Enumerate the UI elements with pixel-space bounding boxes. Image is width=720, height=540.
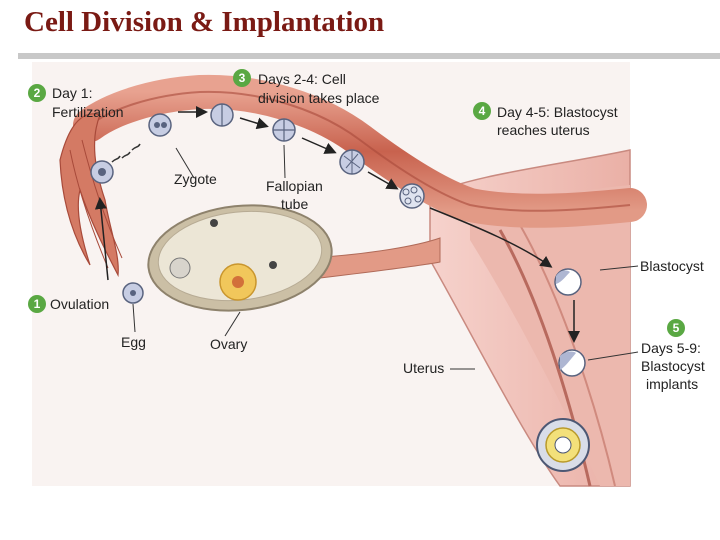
step-1-label: Ovulation: [50, 296, 109, 312]
page-title: Cell Division & Implantation: [24, 6, 385, 38]
svg-text:3: 3: [239, 71, 246, 85]
svg-text:2: 2: [34, 86, 41, 100]
svg-text:1: 1: [34, 297, 41, 311]
uterus-illustration: [429, 149, 631, 487]
step-5-line1: Days 5-9:: [641, 340, 701, 356]
svg-text:5: 5: [673, 321, 680, 335]
ovary-label: Ovary: [210, 336, 247, 352]
step-4-line1: Day 4-5: Blastocyst: [497, 104, 618, 120]
step-badge-4: 4: [473, 102, 491, 120]
egg-label: Egg: [121, 334, 146, 350]
step-5-line2: Blastocyst: [641, 358, 705, 374]
fallopian-label-line2: tube: [281, 196, 308, 212]
step-badge-1: 1: [28, 295, 46, 313]
step-4-line2: reaches uterus: [497, 122, 590, 138]
step-2-line1: Day 1:: [52, 85, 92, 101]
ovary-illustration: [147, 204, 441, 312]
travel-arrows: [94, 106, 580, 343]
cells: [90, 103, 590, 472]
step-badge-3: 3: [233, 69, 251, 87]
title-divider: [18, 53, 720, 59]
uterus-label: Uterus: [403, 360, 444, 376]
blastocyst-label: Blastocyst: [640, 258, 704, 274]
svg-text:4: 4: [479, 104, 486, 118]
zygote-label: Zygote: [174, 171, 217, 187]
step-badge-5: 5: [667, 319, 685, 337]
step-3-line2: division takes place: [258, 90, 380, 106]
leader-lines: [132, 144, 639, 370]
step-3-line1: Days 2-4: Cell: [258, 71, 346, 87]
step-badge-2: 2: [28, 84, 46, 102]
fallopian-label-line1: Fallopian: [266, 178, 323, 194]
step-5-line3: implants: [646, 376, 698, 392]
sperm: [111, 143, 141, 163]
step-2-line2: Fertilization: [52, 104, 124, 120]
